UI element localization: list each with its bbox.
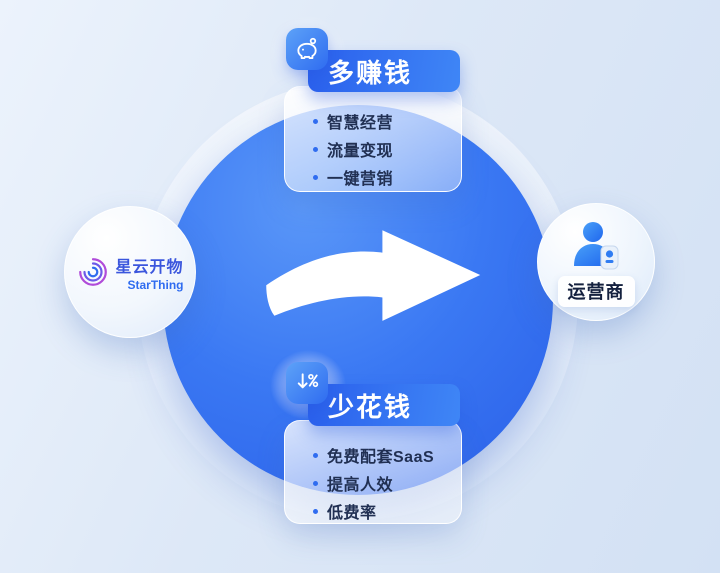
operator-label: 运营商 <box>557 276 635 307</box>
bullet-dot <box>313 480 318 486</box>
bullet-dot <box>313 146 318 152</box>
benefit-card-earn: 多赚钱 智慧经营 流量变现 一键营销 <box>270 16 462 192</box>
benefit-card-save: 少花钱 免费配套SaaS 提高人效 低费率 <box>270 350 462 524</box>
right-arrow-icon <box>266 230 481 321</box>
brand-name-cn: 星云开物 <box>115 258 184 276</box>
piggy-bank-icon <box>286 28 328 70</box>
bullet-dot <box>313 118 318 124</box>
earn-item-2: 流量变现 <box>327 143 394 160</box>
list-item: 免费配套SaaS <box>313 441 451 469</box>
save-title: 少花钱 <box>308 384 460 426</box>
earn-title: 多赚钱 <box>308 50 460 92</box>
brand-wordmark: 星云开物 StarThing <box>115 253 183 292</box>
save-item-2: 提高人效 <box>327 477 394 494</box>
save-item-1: 免费配套SaaS <box>327 449 435 466</box>
bullet-dot <box>313 508 318 514</box>
discount-percent-icon <box>286 362 328 404</box>
save-list-card: 免费配套SaaS 提高人效 低费率 <box>284 420 462 524</box>
list-item: 一键营销 <box>313 163 451 191</box>
list-item: 流量变现 <box>313 135 451 163</box>
list-item: 低费率 <box>313 497 451 525</box>
spiral-logo-icon <box>79 258 108 286</box>
brand-name-en: StarThing <box>127 277 184 292</box>
list-item: 提高人效 <box>313 469 451 497</box>
earn-list-card: 智慧经营 流量变现 一键营销 <box>284 86 462 192</box>
bullet-dot <box>313 174 318 180</box>
operator-person-icon <box>574 222 619 270</box>
save-item-3: 低费率 <box>327 505 377 522</box>
list-item: 智慧经营 <box>313 107 451 135</box>
earn-item-3: 一键营销 <box>327 171 394 188</box>
earn-item-1: 智慧经营 <box>327 115 394 132</box>
operator-bubble: 运营商 <box>537 203 655 321</box>
brand-bubble: 星云开物 StarThing <box>64 206 196 338</box>
bullet-dot <box>313 452 318 458</box>
